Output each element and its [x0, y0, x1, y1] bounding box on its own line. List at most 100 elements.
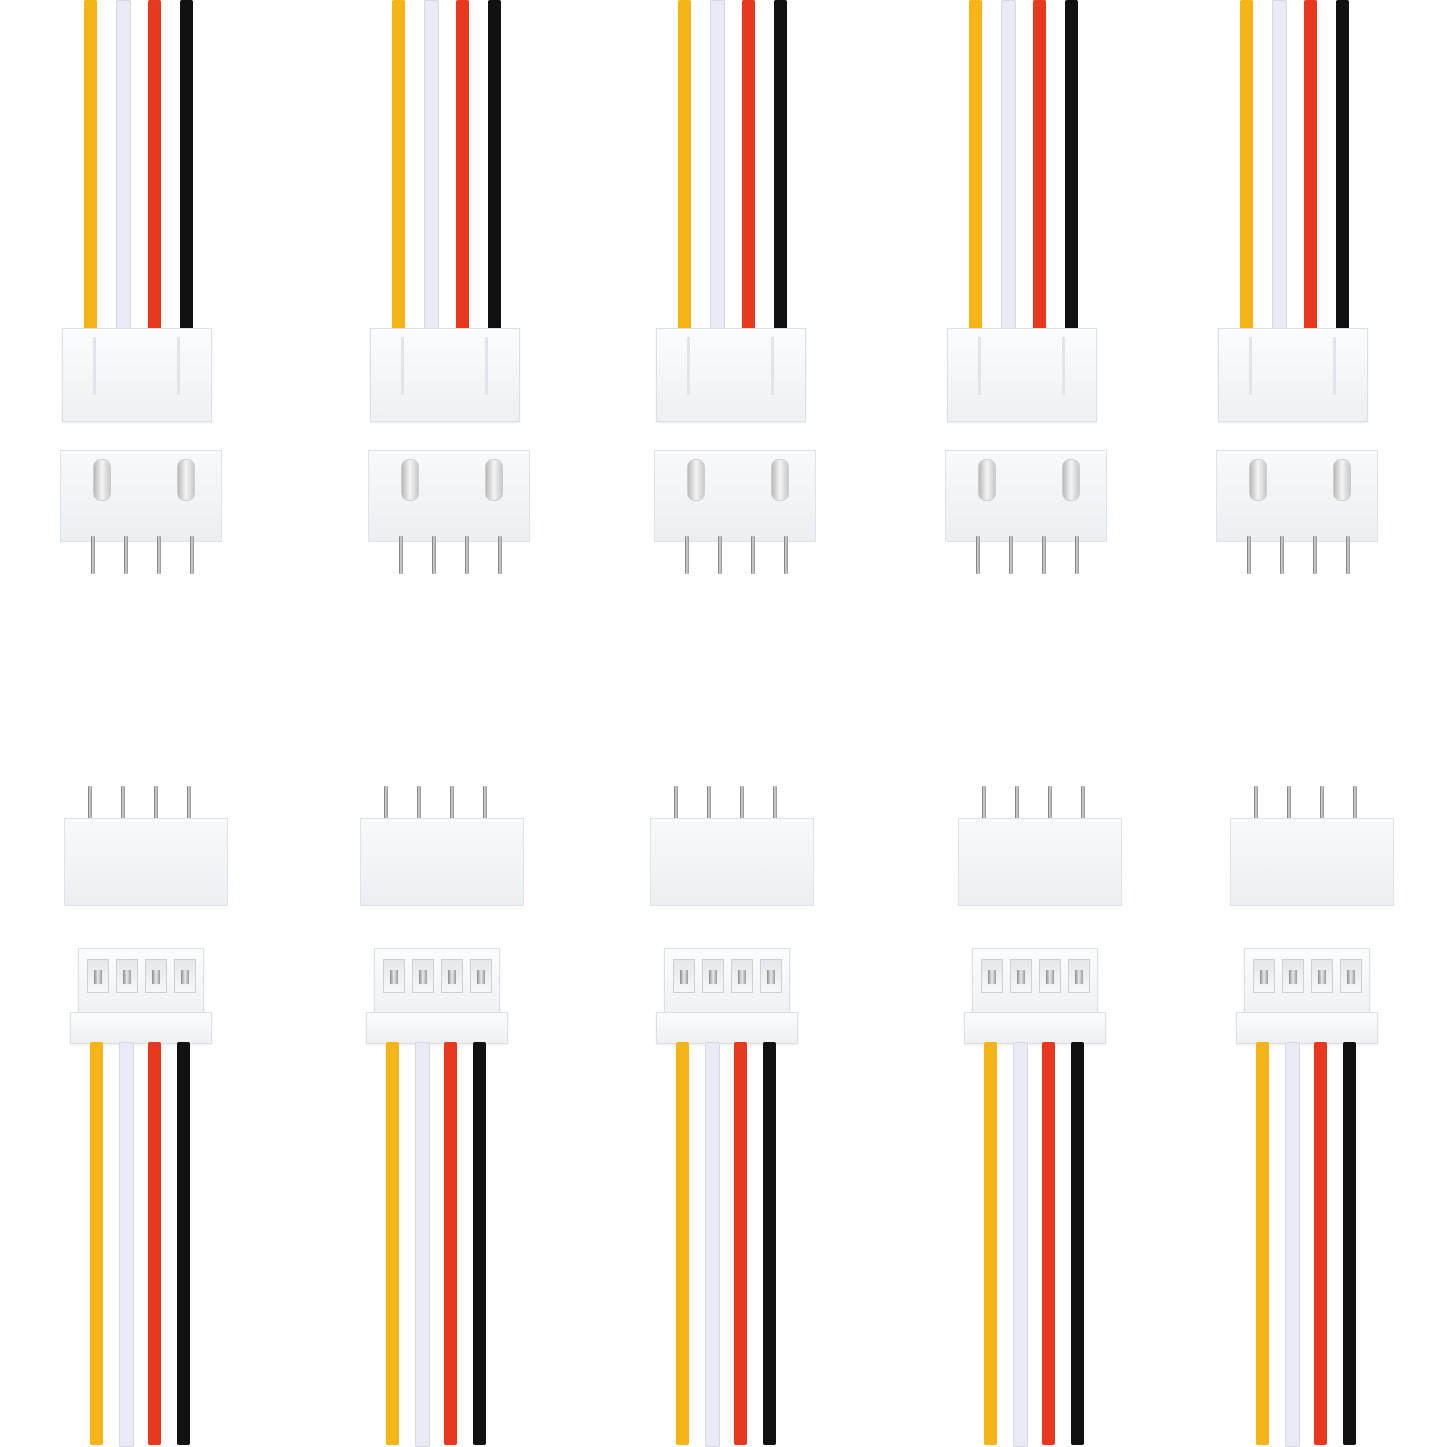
- housing-flange: [656, 1012, 798, 1044]
- contact-cavity: [760, 959, 782, 993]
- housing-lock-groove: [401, 337, 404, 395]
- header-pin: [707, 786, 711, 832]
- header-pin: [465, 536, 469, 574]
- housing-lock-groove: [485, 337, 488, 395]
- contact-cavity: [116, 959, 138, 993]
- wire: [676, 1042, 689, 1445]
- header-pin: [740, 786, 744, 832]
- header-latch: [93, 459, 111, 501]
- wire: [180, 0, 193, 336]
- wire: [1001, 0, 1016, 338]
- header-pin: [1042, 536, 1046, 574]
- header-pin: [1280, 536, 1284, 574]
- wire: [119, 1042, 134, 1447]
- wire: [1343, 1042, 1356, 1445]
- female-housing: [1218, 328, 1368, 422]
- wire: [90, 1042, 103, 1445]
- header-latch: [978, 459, 996, 501]
- bottom-connector-pair: [650, 780, 820, 1447]
- wire: [116, 0, 131, 338]
- top-connector-pair: [1216, 0, 1388, 600]
- male-header: [60, 450, 222, 542]
- wire: [763, 1042, 776, 1445]
- header-latch: [771, 459, 789, 501]
- housing-lock-groove: [1249, 337, 1252, 395]
- female-housing: [1244, 948, 1370, 1024]
- wire: [1033, 0, 1046, 336]
- header-pin: [1313, 536, 1317, 574]
- header-pin: [1287, 786, 1291, 832]
- header-pin: [1247, 536, 1251, 574]
- header-pin: [399, 536, 403, 574]
- wire: [1256, 1042, 1269, 1445]
- header-pin: [121, 786, 125, 832]
- header-pin: [976, 536, 980, 574]
- wire: [969, 0, 982, 336]
- wire: [1304, 0, 1317, 336]
- header-pin: [784, 536, 788, 574]
- wire: [1336, 0, 1349, 336]
- contact-cavity: [1340, 959, 1362, 993]
- female-housing: [656, 328, 806, 422]
- wire: [1240, 0, 1253, 336]
- wire: [84, 0, 97, 336]
- male-header: [654, 450, 816, 542]
- contact-cavity: [441, 959, 463, 993]
- wire: [1314, 1042, 1327, 1445]
- wire: [742, 0, 755, 336]
- wire: [710, 0, 725, 338]
- wire: [415, 1042, 430, 1447]
- contact-cavity: [702, 959, 724, 993]
- wire: [473, 1042, 486, 1445]
- contact-cavity: [145, 959, 167, 993]
- wire: [456, 0, 469, 336]
- housing-lock-groove: [93, 337, 96, 395]
- header-pin: [157, 536, 161, 574]
- wire: [705, 1042, 720, 1447]
- male-header: [64, 818, 228, 906]
- top-connector-pair: [60, 0, 232, 600]
- wire: [734, 1042, 747, 1445]
- male-header: [1230, 818, 1394, 906]
- wire: [177, 1042, 190, 1445]
- header-pin: [1320, 786, 1324, 832]
- top-connector-pair: [368, 0, 540, 600]
- bottom-connector-pair: [1230, 780, 1400, 1447]
- header-pin: [1015, 786, 1019, 832]
- wire: [488, 0, 501, 336]
- female-housing: [947, 328, 1097, 422]
- header-pin: [1353, 786, 1357, 832]
- wire: [148, 0, 161, 336]
- contact-cavity: [1010, 959, 1032, 993]
- wire: [1071, 1042, 1084, 1445]
- header-pin: [1075, 536, 1079, 574]
- header-latch: [401, 459, 419, 501]
- housing-lock-groove: [177, 337, 180, 395]
- wire: [444, 1042, 457, 1445]
- header-latch: [177, 459, 195, 501]
- contact-cavity: [1253, 959, 1275, 993]
- contact-cavity: [470, 959, 492, 993]
- housing-lock-groove: [771, 337, 774, 395]
- contact-cavity: [981, 959, 1003, 993]
- housing-lock-groove: [687, 337, 690, 395]
- wire: [984, 1042, 997, 1445]
- header-pin: [187, 786, 191, 832]
- header-pin: [450, 786, 454, 832]
- header-pin: [1009, 536, 1013, 574]
- bottom-connector-pair: [958, 780, 1128, 1447]
- contact-cavity: [1039, 959, 1061, 993]
- male-header: [360, 818, 524, 906]
- contact-cavity: [412, 959, 434, 993]
- housing-lock-groove: [1062, 337, 1065, 395]
- header-pin: [124, 536, 128, 574]
- wire: [1065, 0, 1078, 336]
- female-housing: [62, 328, 212, 422]
- contact-cavity: [731, 959, 753, 993]
- wire: [386, 1042, 399, 1445]
- header-pin: [432, 536, 436, 574]
- male-header: [1216, 450, 1378, 542]
- header-pin: [417, 786, 421, 832]
- contact-cavity: [1311, 959, 1333, 993]
